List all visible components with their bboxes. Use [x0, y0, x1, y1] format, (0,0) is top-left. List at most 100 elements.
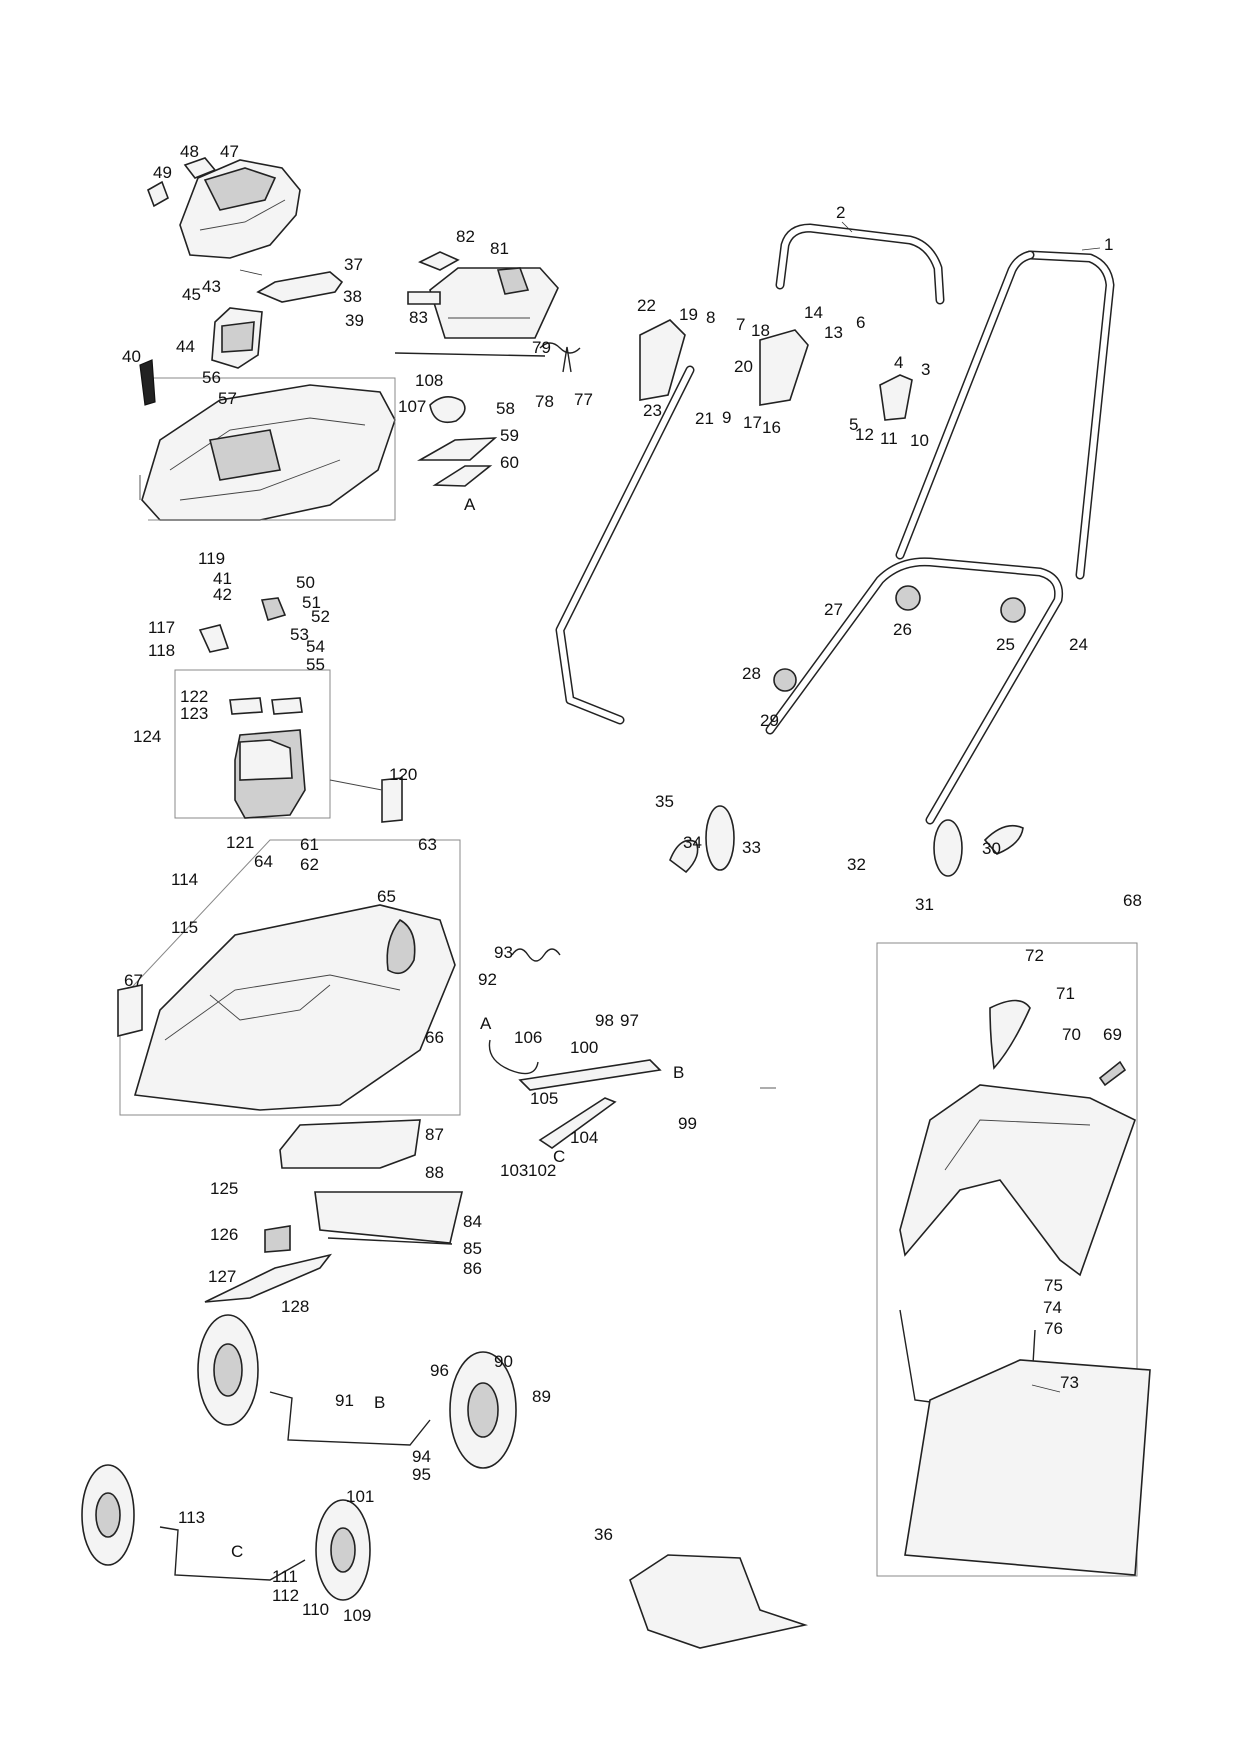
label-10: 10 — [910, 431, 929, 450]
label-3: 3 — [921, 360, 930, 379]
reference-letters: A A B B C C — [231, 495, 684, 1561]
label-12: 12 — [855, 425, 874, 444]
label-67: 67 — [124, 971, 143, 990]
label-122: 122 — [180, 687, 208, 706]
label-112: 112 — [272, 1586, 299, 1605]
switch-parts — [416, 396, 498, 487]
label-98: 98 — [595, 1011, 614, 1030]
label-6: 6 — [856, 313, 865, 332]
label-73: 73 — [1060, 1373, 1079, 1392]
battery-holder — [211, 307, 263, 369]
grass-catcher — [876, 942, 1151, 1577]
label-31: 31 — [915, 895, 934, 914]
label-120: 120 — [389, 765, 417, 784]
label-30: 30 — [982, 839, 1001, 858]
label-102: 102 — [528, 1161, 556, 1180]
label-16: 16 — [762, 418, 781, 437]
label-59: 59 — [500, 426, 519, 445]
label-94: 94 — [412, 1447, 431, 1466]
label-89: 89 — [532, 1387, 551, 1406]
label-9: 9 — [722, 408, 731, 427]
label-52: 52 — [311, 607, 330, 626]
label-108: 108 — [415, 371, 443, 390]
blade-assembly — [204, 1119, 464, 1303]
label-85: 85 — [463, 1239, 482, 1258]
handle-knobs — [669, 805, 1024, 877]
label-35: 35 — [655, 792, 674, 811]
label-87: 87 — [425, 1125, 444, 1144]
label-106: 106 — [514, 1028, 542, 1047]
label-17: 17 — [743, 413, 762, 432]
label-37: 37 — [344, 255, 363, 274]
label-90: 90 — [494, 1352, 513, 1371]
label-107: 107 — [398, 397, 426, 416]
label-105: 105 — [530, 1089, 558, 1108]
label-97: 97 — [620, 1011, 639, 1030]
label-43: 43 — [202, 277, 221, 296]
label-50: 50 — [296, 573, 315, 592]
label-4: 4 — [894, 353, 903, 372]
lower-handle — [895, 250, 1115, 580]
label-20: 20 — [734, 357, 753, 376]
label-91: 91 — [335, 1391, 354, 1410]
label-81: 81 — [490, 239, 509, 258]
ref-a-top: A — [464, 495, 476, 514]
label-55: 55 — [306, 655, 325, 674]
label-62: 62 — [300, 855, 319, 874]
label-82: 82 — [456, 227, 475, 246]
label-24: 24 — [1069, 635, 1088, 654]
label-54: 54 — [306, 637, 325, 656]
label-21: 21 — [695, 409, 714, 428]
label-49: 49 — [153, 163, 172, 182]
label-119: 119 — [198, 549, 225, 568]
label-51: 51 — [302, 593, 321, 612]
label-113: 113 — [178, 1508, 205, 1527]
label-124: 124 — [133, 727, 161, 746]
label-88: 88 — [425, 1163, 444, 1182]
label-32: 32 — [847, 855, 866, 874]
label-110: 110 — [302, 1600, 329, 1619]
label-48: 48 — [180, 142, 199, 161]
mower-deck — [117, 839, 461, 1116]
label-68: 68 — [1123, 891, 1142, 910]
label-83: 83 — [409, 308, 428, 327]
label-126: 126 — [210, 1225, 238, 1244]
ref-c-axle: C — [231, 1542, 243, 1561]
label-77: 77 — [574, 390, 593, 409]
label-109: 109 — [343, 1606, 371, 1625]
label-79: 79 — [532, 338, 551, 357]
label-34: 34 — [683, 833, 702, 852]
label-8: 8 — [706, 308, 715, 327]
label-18: 18 — [751, 321, 770, 340]
label-42: 42 — [213, 585, 232, 604]
label-29: 29 — [760, 711, 779, 730]
label-41: 41 — [213, 569, 232, 588]
label-115: 115 — [171, 918, 198, 937]
label-5: 5 — [849, 415, 858, 434]
label-70: 70 — [1062, 1025, 1081, 1044]
label-61: 61 — [300, 835, 319, 854]
label-66: 66 — [425, 1028, 444, 1047]
label-75: 75 — [1044, 1276, 1063, 1295]
label-1: 1 — [1104, 235, 1113, 254]
label-44: 44 — [176, 337, 195, 356]
carry-handle — [256, 271, 344, 303]
label-69: 69 — [1103, 1025, 1122, 1044]
label-56: 56 — [202, 368, 221, 387]
main-housing — [139, 359, 396, 521]
label-39: 39 — [345, 311, 364, 330]
label-123: 123 — [180, 704, 208, 723]
deflector — [629, 1554, 809, 1649]
label-45: 45 — [182, 285, 201, 304]
label-57: 57 — [218, 389, 237, 408]
label-22: 22 — [637, 296, 656, 315]
ref-b-link: B — [673, 1063, 684, 1082]
label-128: 128 — [281, 1297, 309, 1316]
label-72: 72 — [1025, 946, 1044, 965]
leader-lines — [239, 221, 1101, 1393]
label-93: 93 — [494, 943, 513, 962]
label-38: 38 — [343, 287, 362, 306]
label-99: 99 — [678, 1114, 697, 1133]
label-64: 64 — [254, 852, 273, 871]
label-7: 7 — [736, 315, 745, 334]
